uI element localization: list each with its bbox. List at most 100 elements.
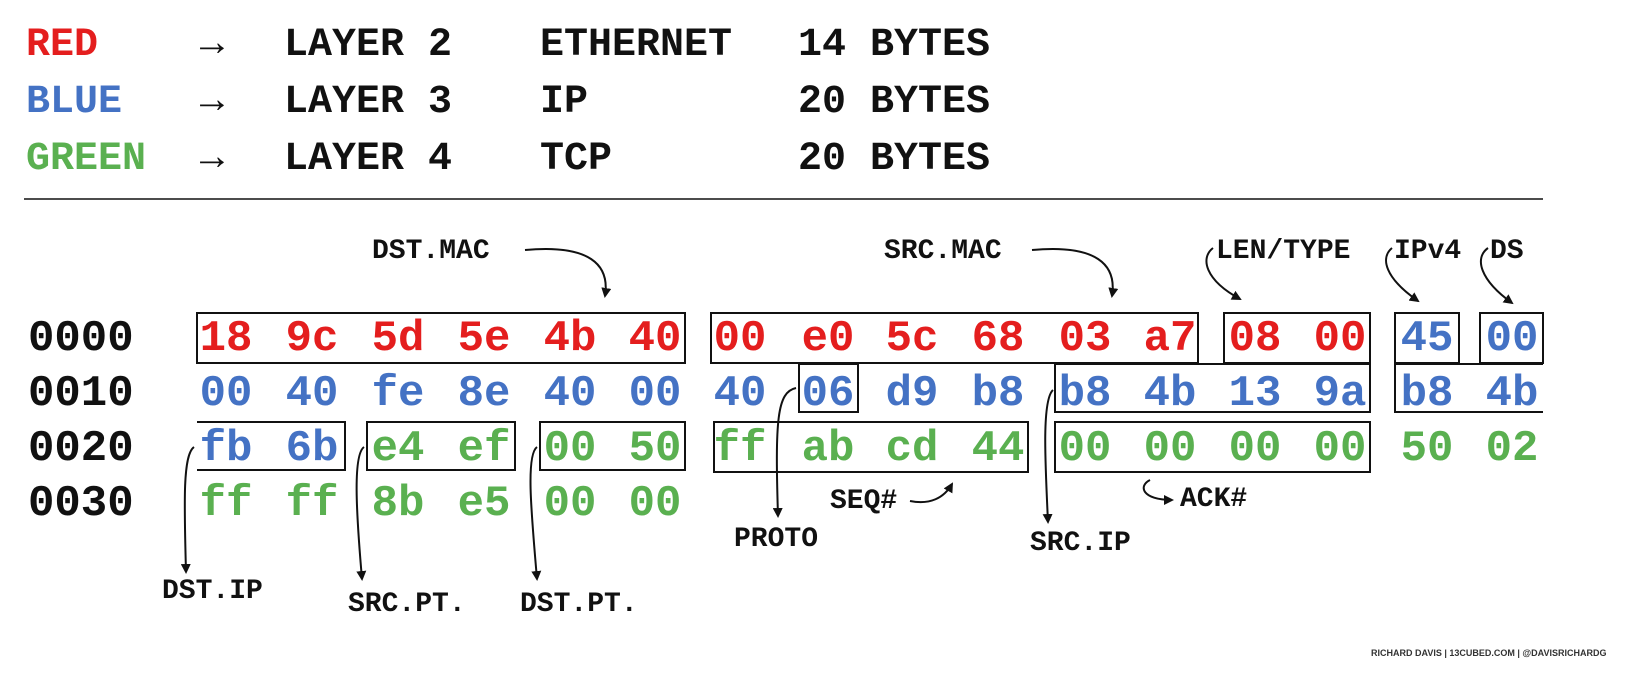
hex-byte-r2-c4: 00 [543, 424, 597, 474]
hex-byte-r1-c3: 8e [457, 369, 511, 419]
hex-byte-r3-c4: 00 [543, 479, 597, 529]
label-ds: DS [1490, 236, 1524, 267]
len-type-box [1223, 312, 1371, 364]
hex-byte-r1-c9: b8 [971, 369, 1025, 419]
hex-byte-r1-c7: 06 [801, 369, 855, 419]
hex-byte-r1-c14: b8 [1400, 369, 1454, 419]
hex-byte-r3-c5: 00 [628, 479, 682, 529]
hex-byte-r1-c10: b8 [1058, 369, 1112, 419]
hex-byte-r1-c8: d9 [885, 369, 939, 419]
dst-ip-box-part2 [197, 421, 346, 471]
dst-ip-arrow [180, 446, 195, 574]
label-dst-ip: DST.IP [162, 576, 263, 607]
label-seq: SEQ# [830, 486, 898, 517]
len-type-arrow [1205, 247, 1242, 300]
hex-byte-r1-c13: 9a [1313, 369, 1367, 419]
label-src-ip: SRC.IP [1030, 528, 1131, 559]
hex-byte-r3-c0: ff [199, 479, 253, 529]
hex-byte-r0-c1: 9c [285, 314, 339, 364]
hex-byte-r1-c12: 13 [1228, 369, 1282, 419]
seq-box [713, 421, 1029, 473]
legend-blue-name: BLUE [26, 80, 123, 125]
ds-arrow [1479, 247, 1514, 305]
hex-byte-r1-c0: 00 [199, 369, 253, 419]
credit-text: RICHARD DAVIS | 13CUBED.COM | @DAVISRICH… [1371, 648, 1607, 658]
offset-0000: 0000 [28, 314, 134, 364]
src-mac-box [710, 312, 1199, 364]
ack-arrow [1142, 479, 1174, 505]
src-port-box [366, 421, 516, 471]
src-ip-arrow [1042, 389, 1054, 524]
hex-byte-r0-c13: 00 [1313, 314, 1367, 364]
hex-byte-r0-c7: e0 [801, 314, 855, 364]
hex-byte-r2-c13: 00 [1313, 424, 1367, 474]
hex-byte-r1-c2: fe [371, 369, 425, 419]
hex-byte-r0-c9: 68 [971, 314, 1025, 364]
hex-byte-r2-c10: 00 [1058, 424, 1112, 474]
legend-green-name: GREEN [26, 137, 147, 182]
hex-byte-r1-c6: 40 [713, 369, 767, 419]
hex-byte-r3-c1: ff [285, 479, 339, 529]
label-src-mac: SRC.MAC [884, 236, 1002, 267]
hex-byte-r2-c5: 50 [628, 424, 682, 474]
hex-byte-r2-c12: 00 [1228, 424, 1282, 474]
hex-byte-r2-c7: ab [801, 424, 855, 474]
hex-byte-r0-c2: 5d [371, 314, 425, 364]
ack-box [1054, 421, 1371, 473]
src-mac-arrow [1031, 248, 1119, 298]
legend-blue-arrow-icon: → [200, 80, 225, 125]
proto-box [798, 363, 859, 413]
hex-byte-r2-c8: cd [885, 424, 939, 474]
ds-box [1479, 312, 1544, 364]
dst-port-arrow [529, 446, 542, 581]
dst-mac-box [196, 312, 686, 364]
legend-blue-layer: LAYER 3 [284, 80, 453, 125]
hex-byte-r0-c11: a7 [1143, 314, 1197, 364]
label-src-pt: SRC.PT. [348, 589, 466, 620]
hex-byte-r0-c0: 18 [199, 314, 253, 364]
src-ip-box [1054, 363, 1371, 413]
dst-ip-box-part1 [1394, 363, 1543, 413]
legend-green-arrow-icon: → [200, 137, 225, 182]
hex-byte-r1-c11: 4b [1143, 369, 1197, 419]
ipv4-box [1394, 312, 1460, 364]
label-dst-mac: DST.MAC [372, 236, 490, 267]
hex-byte-r2-c2: e4 [371, 424, 425, 474]
hex-byte-r3-c2: 8b [371, 479, 425, 529]
hex-byte-r1-c4: 40 [543, 369, 597, 419]
hex-byte-r0-c4: 4b [543, 314, 597, 364]
hex-byte-r2-c15: 02 [1485, 424, 1539, 474]
hex-byte-r0-c10: 03 [1058, 314, 1112, 364]
src-port-arrow [355, 446, 367, 581]
label-ack: ACK# [1180, 484, 1248, 515]
legend-red-protocol: ETHERNET [540, 23, 733, 68]
dst-mac-arrow [524, 248, 612, 298]
legend-green-size: 20 BYTES [798, 137, 991, 182]
legend-green-layer: LAYER 4 [284, 137, 453, 182]
proto-arrow [772, 387, 797, 518]
label-dst-pt: DST.PT. [520, 589, 638, 620]
legend-red-name: RED [26, 23, 99, 68]
hex-byte-r2-c9: 44 [971, 424, 1025, 474]
legend-red-size: 14 BYTES [798, 23, 991, 68]
hex-byte-r0-c6: 00 [713, 314, 767, 364]
label-len-type: LEN/TYPE [1216, 236, 1351, 267]
hex-byte-r1-c1: 40 [285, 369, 339, 419]
hex-byte-r2-c3: ef [457, 424, 511, 474]
hex-byte-r0-c8: 5c [885, 314, 939, 364]
offset-0030: 0030 [28, 479, 134, 529]
hex-byte-r2-c14: 50 [1400, 424, 1454, 474]
hex-byte-r0-c14: 45 [1400, 314, 1454, 364]
hex-byte-r2-c6: ff [713, 424, 767, 474]
hex-byte-r2-c1: 6b [285, 424, 339, 474]
legend-red-layer: LAYER 2 [284, 23, 453, 68]
ipv4-arrow [1385, 247, 1420, 303]
label-ipv4: IPv4 [1394, 236, 1462, 267]
hex-byte-r0-c5: 40 [628, 314, 682, 364]
hex-byte-r3-c3: e5 [457, 479, 511, 529]
hex-byte-r1-c15: 4b [1485, 369, 1539, 419]
offset-0020: 0020 [28, 424, 134, 474]
legend-blue-protocol: IP [540, 80, 589, 125]
